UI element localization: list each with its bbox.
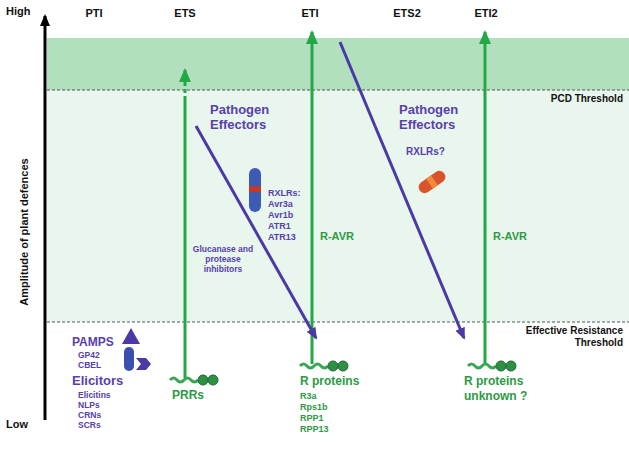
item-label: Elicitins: [78, 391, 111, 401]
elicitor-cylinder: [124, 347, 134, 371]
node-text: PRRs: [172, 388, 204, 403]
effector-group: Pathogen Effectors: [375, 100, 481, 134]
threshold-label: PCD Threshold: [551, 93, 623, 105]
connector-arrow: [375, 126, 464, 338]
item-label: Rps1b: [300, 402, 328, 412]
threshold-line: [47, 90, 629, 91]
node-text: Pathogen Effectors: [399, 102, 479, 132]
receptor-group: R proteins unknown ?: [460, 338, 543, 406]
defence-arrow: [311, 32, 314, 364]
receptor-group: PRRs: [168, 372, 208, 405]
node-text: R proteins unknown ?: [464, 374, 540, 404]
phase-label: ETI2: [474, 7, 497, 20]
interaction-label: R-AVR: [320, 230, 354, 243]
rxlr-capsule: [249, 168, 261, 212]
item-label: CBEL: [78, 361, 101, 371]
item-label: RXLRs:: [268, 188, 301, 198]
item-label: Avr3a: [268, 199, 293, 209]
rxlr-band: [426, 175, 438, 188]
elicitor-chevron: [136, 358, 151, 370]
item-label: RXLRs?: [406, 146, 445, 158]
item-label: Avr1b: [268, 210, 293, 220]
item-label: ATR13: [268, 232, 296, 242]
threshold-label: Effective Resistance Threshold: [523, 325, 623, 348]
connector-arrow: [196, 126, 316, 338]
axis-arrow: [44, 16, 47, 420]
defence-arrow: [184, 70, 187, 100]
receptor-membrane: [468, 364, 496, 368]
rxlr-band: [249, 186, 261, 192]
phase-label: ETS: [174, 7, 195, 20]
phase-label: PTI: [85, 7, 102, 20]
resistance-band: [47, 90, 629, 322]
receptor-membrane: [300, 364, 328, 368]
note-label: Glucanase and protease inhibitors: [192, 245, 254, 274]
phase-label: ETI: [301, 7, 318, 20]
item-label: R3a: [300, 391, 317, 401]
item-label: RPP13: [300, 424, 329, 434]
receptor-domain: [198, 375, 208, 385]
receptor-domain: [208, 375, 218, 385]
rxlr-capsule-body: [416, 168, 447, 195]
axis-end-label: Low: [6, 418, 28, 431]
effector-arrow-stub: [340, 42, 375, 126]
defence-arrow: [484, 32, 487, 364]
pcd-band: [47, 38, 629, 90]
group-heading: PAMPS: [72, 336, 114, 350]
effector-group: Pathogen Effectors: [196, 100, 292, 134]
interaction-label: R-AVR: [493, 230, 527, 243]
phase-label: ETS2: [393, 7, 421, 20]
receptor-membrane: [170, 378, 198, 382]
item-label: ATR1: [268, 221, 291, 231]
group-heading: Elicitors: [72, 374, 123, 389]
pamp-triangle: [122, 328, 140, 344]
receptor-domain: [338, 361, 348, 371]
receptor-domain: [496, 361, 506, 371]
item-label: NLPs: [78, 401, 100, 411]
receptor-group: R proteins: [297, 338, 362, 391]
threshold-line: [47, 322, 629, 323]
rxlr-capsule: [416, 168, 447, 195]
item-label: CRNs: [78, 411, 101, 421]
receptor-domain: [328, 361, 338, 371]
axis-end-label: High: [6, 5, 30, 18]
node-text: Pathogen Effectors: [210, 102, 290, 132]
axis-title: Amplitude of plant defences: [18, 158, 31, 305]
item-label: SCRs: [78, 421, 101, 431]
item-label: RPP1: [300, 413, 324, 423]
node-text: R proteins: [300, 374, 359, 389]
receptor-domain: [506, 361, 516, 371]
item-label: GP42: [78, 351, 100, 361]
defence-arrow: [184, 100, 187, 378]
